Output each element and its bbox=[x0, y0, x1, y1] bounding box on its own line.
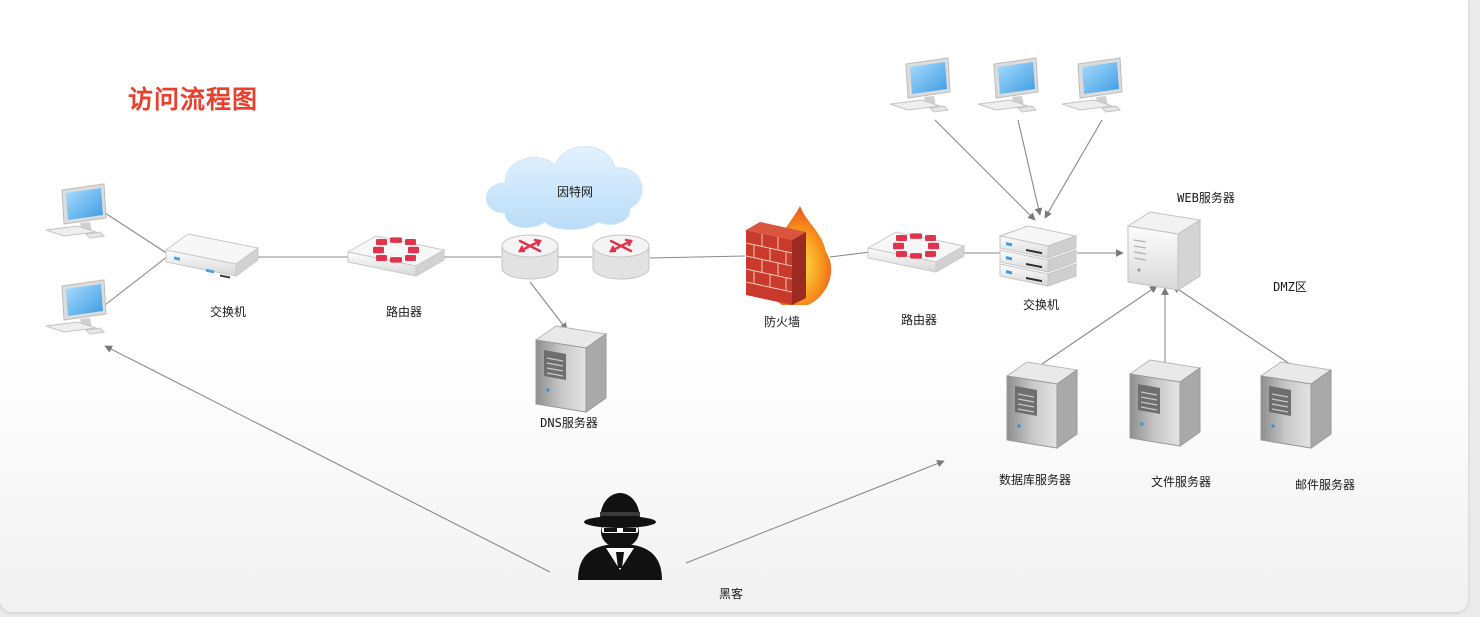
label-web-server: WEB服务器 bbox=[1177, 191, 1235, 205]
label-mail-server: 邮件服务器 bbox=[1294, 478, 1356, 492]
dns-server-icon bbox=[535, 325, 607, 413]
arrow-mail-web bbox=[1172, 285, 1294, 367]
link-pc1-switch bbox=[104, 212, 169, 255]
dmz-client-2-icon bbox=[977, 57, 1039, 113]
page-title: 访问流程图 bbox=[128, 85, 259, 114]
arrow-pc-a bbox=[934, 119, 1036, 221]
label-db-server: 数据库服务器 bbox=[998, 473, 1072, 487]
link-pc2-switch bbox=[104, 255, 169, 306]
internet-router-1-icon bbox=[500, 233, 560, 281]
database-server-icon bbox=[1006, 361, 1078, 449]
web-server-icon bbox=[1126, 211, 1202, 291]
arrow-db-web bbox=[1041, 285, 1158, 365]
mail-server-icon bbox=[1260, 361, 1332, 449]
internet-cloud-icon bbox=[485, 146, 643, 230]
arrow-hacker-clients bbox=[104, 345, 551, 573]
label-hacker: 黑客 bbox=[718, 587, 744, 601]
internet-router-2-icon bbox=[591, 233, 651, 281]
arrow-to-dns bbox=[529, 281, 568, 331]
arrow-pc-c bbox=[1044, 119, 1103, 219]
label-file-server: 文件服务器 bbox=[1150, 475, 1212, 489]
label-router-right: 路由器 bbox=[900, 313, 938, 327]
right-router-icon bbox=[867, 231, 965, 273]
dmz-client-1-icon bbox=[889, 57, 951, 113]
arrow-pc-b bbox=[1017, 119, 1043, 216]
left-router-icon bbox=[347, 235, 445, 277]
hacker-icon bbox=[578, 493, 662, 580]
label-switch-right: 交换机 bbox=[1022, 298, 1060, 312]
link-firewall-router bbox=[829, 251, 871, 258]
label-dmz: DMZ区 bbox=[1273, 280, 1307, 294]
label-dns-server: DNS服务器 bbox=[540, 416, 598, 430]
connectors bbox=[104, 119, 1294, 573]
file-server-icon bbox=[1129, 359, 1201, 447]
left-switch-icon bbox=[165, 233, 259, 279]
client-computer-1-icon bbox=[45, 183, 107, 239]
label-firewall: 防火墙 bbox=[763, 315, 801, 329]
dmz-client-3-icon bbox=[1061, 57, 1123, 113]
right-switch-icon bbox=[999, 225, 1077, 287]
link-cylrouter-firewall bbox=[649, 255, 746, 259]
client-computer-2-icon bbox=[45, 279, 107, 335]
label-internet: 因特网 bbox=[556, 185, 594, 199]
label-router-left: 路由器 bbox=[385, 305, 423, 319]
label-switch-left: 交换机 bbox=[209, 305, 247, 319]
arrow-hacker-dmz bbox=[685, 459, 945, 564]
firewall-icon bbox=[745, 206, 832, 305]
